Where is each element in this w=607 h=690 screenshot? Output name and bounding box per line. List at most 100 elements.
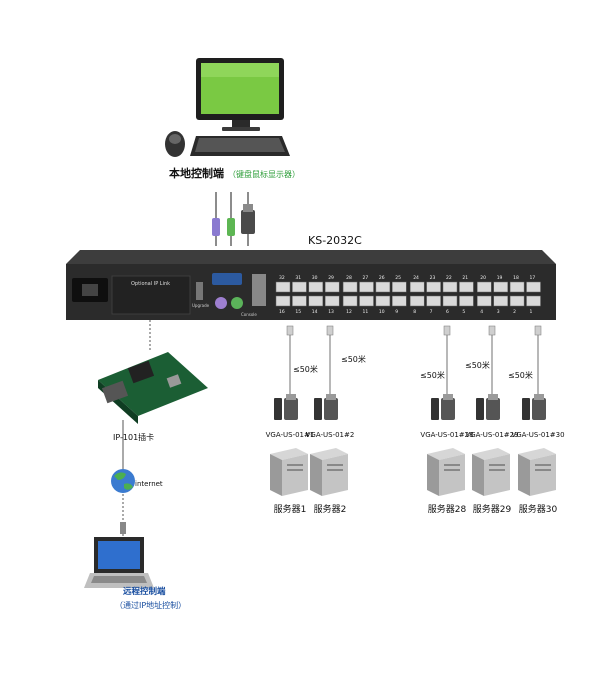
port-number-bottom: 8 (413, 309, 416, 315)
port-number-bottom: 1 (530, 309, 533, 315)
rj45-plug (534, 325, 542, 336)
module-label: VGA-US-01#29 (465, 431, 518, 439)
distance-label: ≤50米 (465, 360, 490, 370)
rj45-port (292, 281, 307, 293)
usb-port (196, 282, 203, 300)
rj45-port (359, 295, 374, 307)
port-number-bottom: 15 (295, 309, 301, 315)
rj45-port (426, 295, 441, 307)
rj45-port (324, 281, 340, 293)
module-usb-icon (522, 398, 530, 420)
rj45-port (526, 281, 541, 293)
port-number-top: 20 (480, 275, 486, 281)
module-vga-icon (532, 398, 546, 420)
distance-label: ≤50米 (420, 370, 445, 380)
distance-label: ≤50米 (508, 370, 533, 380)
port-number-top: 18 (513, 275, 519, 281)
rj45-plug (488, 325, 496, 336)
port-number-bottom: 5 (462, 309, 465, 315)
rj45-port (359, 281, 374, 293)
port-number-top: 32 (279, 275, 285, 281)
rj45-port (275, 295, 291, 307)
port-number-bottom: 9 (395, 309, 398, 315)
port-number-bottom: 2 (513, 309, 516, 315)
server-label: 服务器30 (519, 503, 558, 515)
module-vga-icon (486, 398, 500, 420)
laptop-icon (84, 537, 154, 588)
server-label: 服务器28 (428, 503, 467, 515)
module-usb-icon (476, 398, 484, 420)
rj45-plug (443, 325, 451, 336)
module-vga-icon (284, 398, 298, 420)
port-number-top: 27 (363, 275, 369, 281)
rj45-port (477, 295, 492, 307)
rj45-port (493, 295, 508, 307)
port-number-top: 31 (295, 275, 301, 281)
port-number-top: 25 (395, 275, 401, 281)
rj45-port (459, 281, 474, 293)
internet-label: internet (135, 480, 163, 488)
rj45-port (392, 281, 407, 293)
module-label: VGA-US-01#28 (420, 431, 473, 439)
ip-card-icon (98, 352, 208, 424)
port-number-top: 22 (446, 275, 452, 281)
module-label: VGA-US-01#30 (511, 431, 564, 439)
kvm-model-label: KS-2032C (308, 234, 362, 247)
port-block: 3216311530142913281227112610259248237226… (275, 275, 541, 315)
rj45-port (442, 295, 458, 307)
rj45-port (342, 295, 358, 307)
rj45-port (275, 281, 291, 293)
module-label: VGA-US-01#2 (306, 431, 355, 439)
rj45-port (409, 295, 425, 307)
rj45-plug (326, 325, 334, 336)
ip-slot (111, 275, 191, 315)
server-tower-icon (270, 448, 308, 496)
server-tower-icon (427, 448, 465, 496)
rj45-port (493, 281, 508, 293)
port-number-bottom: 10 (379, 309, 385, 315)
server-tower-icon (472, 448, 510, 496)
server-branches: ≤50米VGA-US-01#1服务器1≤50米VGA-US-01#2服务器2≤5… (266, 325, 565, 515)
port-number-bottom: 12 (346, 309, 352, 315)
rj45-port (308, 281, 324, 293)
rj45-port (509, 281, 525, 293)
port-number-bottom: 3 (497, 309, 500, 315)
ps2-keyboard-port (215, 297, 227, 309)
rj45-port (426, 281, 441, 293)
port-number-bottom: 6 (446, 309, 449, 315)
rj45-port (292, 295, 307, 307)
optional-ip-label: Optional IP Link (131, 281, 170, 287)
rj45-connector (120, 522, 126, 534)
rj45-port (409, 281, 425, 293)
remote-label: 远程控制端 (123, 586, 166, 597)
port-number-top: 19 (497, 275, 503, 281)
server-label: 服务器29 (473, 503, 512, 515)
console-cables (212, 192, 255, 246)
port-number-bottom: 7 (430, 309, 433, 315)
rj45-port (526, 295, 541, 307)
mouse-icon (165, 131, 185, 157)
upgrade-label: Upgrade (192, 303, 210, 308)
console-label: Console (241, 312, 257, 317)
port-number-bottom: 16 (279, 309, 285, 315)
rj45-port (459, 295, 474, 307)
server-tower-icon (310, 448, 348, 496)
port-number-bottom: 11 (363, 309, 369, 315)
globe-icon (111, 469, 135, 493)
port-number-top: 28 (346, 275, 352, 281)
monitor-icon (196, 58, 284, 131)
port-number-bottom: 4 (480, 309, 483, 315)
rj45-port (375, 295, 391, 307)
rj45-port (308, 295, 324, 307)
port-number-top: 29 (328, 275, 334, 281)
rj45-port (342, 281, 358, 293)
ps2-mouse-port (231, 297, 243, 309)
local-console-label: 本地控制端 (169, 166, 224, 180)
local-console-sub: （键盘鼠标显示器） (228, 169, 300, 179)
rj45-port (477, 281, 492, 293)
module-usb-icon (274, 398, 282, 420)
ip-card-label: IP-101插卡 (113, 432, 154, 442)
port-number-top: 21 (462, 275, 468, 281)
module-vga-icon (441, 398, 455, 420)
rj45-port (442, 281, 458, 293)
